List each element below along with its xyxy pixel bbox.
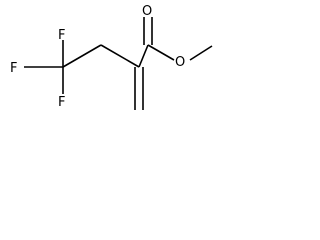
bond-carbonyl-o-ester [147, 44, 175, 61]
chemical-structure: F F F O O [10, 4, 213, 110]
bond-calpha-carbonyl [138, 44, 149, 68]
bonds [24, 17, 213, 110]
atom-labels: F F F O O [10, 4, 185, 110]
bond-ch2-calpha [100, 44, 140, 68]
atom-f-top: F [58, 28, 65, 43]
atom-o-carbonyl: O [142, 4, 152, 19]
atom-f-left: F [10, 61, 17, 76]
atom-f-bottom: F [58, 95, 65, 110]
bond-cf3-ch2 [62, 44, 102, 68]
bond-o-ester-methyl [189, 45, 213, 61]
atom-o-ester: O [175, 55, 185, 70]
